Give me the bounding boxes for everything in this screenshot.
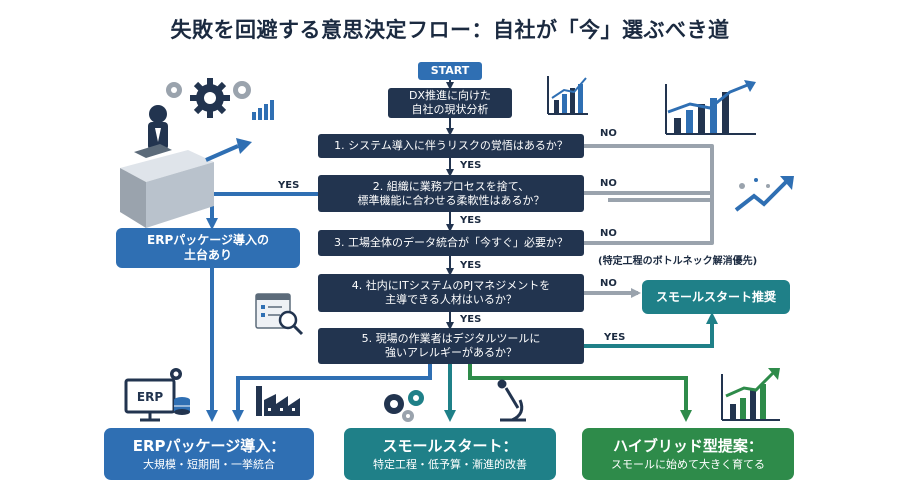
trend-arrow-icon: [734, 176, 794, 212]
gears-icon: [166, 78, 251, 118]
q4-yes-label: YES: [460, 314, 482, 325]
question-1-text: 1. システム導入に伴うリスクの覚悟はあるか？: [334, 139, 568, 153]
question-5-line-1: 5. 現場の作業者はデジタルツールに: [361, 332, 541, 346]
outcome-erp-title: ERPパッケージ導入：: [132, 436, 286, 455]
question-2-line-2: 標準機能に合わせる柔軟性はあるか？: [357, 193, 545, 207]
microscope-icon: [497, 379, 526, 422]
analysis-line-2: 自社の現状分析: [411, 103, 489, 116]
q3-yes-label: YES: [460, 260, 482, 271]
small-bar-chart-icon: [252, 100, 274, 120]
outcome-hybrid-box: ハイブリッド型提案： スモールに始めて大きく育てる: [582, 428, 794, 480]
question-3-text: 3. 工場全体のデータ統合が「今すぐ」必要か？: [334, 236, 568, 250]
outcome-hybrid-sub: スモールに始めて大きく育てる: [611, 457, 765, 471]
factory-icon: [256, 386, 300, 416]
outcome-smallstart-title: スモールスタート：: [382, 436, 518, 455]
question-4-line-2: 主導できる人材はいるか？: [385, 293, 517, 306]
erp-monitor-icon: ERP: [124, 368, 190, 422]
no-branch-lines: [584, 144, 714, 298]
outcome-smallstart-box: スモールスタート： 特定工程・低予算・漸進的改善: [344, 428, 556, 480]
question-5-box: 5. 現場の作業者はデジタルツールに 強いアレルギーがあるか？: [318, 328, 584, 364]
question-2-box: 2. 組織に業務プロセスを捨て、 標準機能に合わせる柔軟性はあるか？: [318, 175, 584, 212]
growth-chart-icon-small: [547, 76, 588, 115]
outcome-hybrid-title: ハイブリッド型提案：: [613, 436, 763, 455]
q5-to-erp-arrow: [232, 362, 432, 422]
analysis-box: DX推進に向けた 自社の現状分析: [388, 88, 512, 118]
question-4-box: 4. 社内にITシステムのPJマネジメントを 主導できる人材はいるか？: [318, 274, 584, 312]
gears-icon-outcome: [384, 390, 424, 422]
question-3-box: 3. 工場全体のデータ統合が「今すぐ」必要か？: [318, 230, 584, 256]
analysis-line-1: DX推進に向けた: [408, 89, 491, 103]
q5-right-yes-label: YES: [604, 332, 626, 343]
person-desk-icon: [120, 105, 252, 228]
start-label: START: [418, 62, 482, 80]
magnifier-document-icon: [255, 293, 304, 336]
q5-to-hybrid-arrow: [468, 362, 692, 422]
q2-yes-label: YES: [460, 215, 482, 226]
question-5-line-2: 強いアレルギーがあるか？: [385, 346, 517, 359]
q4-no-label: NO: [600, 278, 617, 289]
q2-no-label: NO: [600, 178, 617, 189]
small-start-recommended-box: スモールスタート推奨: [642, 280, 790, 314]
question-1-box: 1. システム導入に伴うリスクの覚悟はあるか？: [318, 134, 584, 158]
page-title: 失敗を回避する意思決定フロー：自社が「今」選ぶべき道: [170, 18, 730, 42]
bottleneck-note: (特定工程のボトルネック解消優先): [598, 256, 758, 267]
outcome-erp-box: ERPパッケージ導入： 大規模・短期間・一挙統合: [104, 428, 314, 480]
question-4-line-1: 4. 社内にITシステムのPJマネジメントを: [351, 279, 551, 293]
erp-icon-label: ERP: [137, 390, 163, 404]
erp-base-line-1: ERPパッケージ導入の: [147, 233, 269, 247]
q2-yes-arrow: [206, 192, 320, 230]
q2-left-yes-label: YES: [278, 180, 300, 191]
outcome-erp-sub: 大規模・短期間・一挙統合: [143, 457, 275, 471]
growth-chart-icon-bottom: [721, 368, 780, 421]
growth-chart-icon-large: [665, 80, 756, 135]
q1-yes-label: YES: [460, 160, 482, 171]
q3-no-label: NO: [600, 228, 617, 239]
small-start-recommended-text: スモールスタート推奨: [655, 289, 776, 304]
q5-yes-arrow: [584, 312, 718, 348]
question-2-line-1: 2. 組織に業務プロセスを捨て、: [372, 179, 530, 193]
erp-base-line-2: 土台あり: [183, 248, 232, 262]
erp-base-box: ERPパッケージ導入の 土台あり: [116, 228, 300, 268]
outcome-smallstart-sub: 特定工程・低予算・漸進的改善: [373, 457, 527, 471]
q1-no-label: NO: [600, 128, 617, 139]
